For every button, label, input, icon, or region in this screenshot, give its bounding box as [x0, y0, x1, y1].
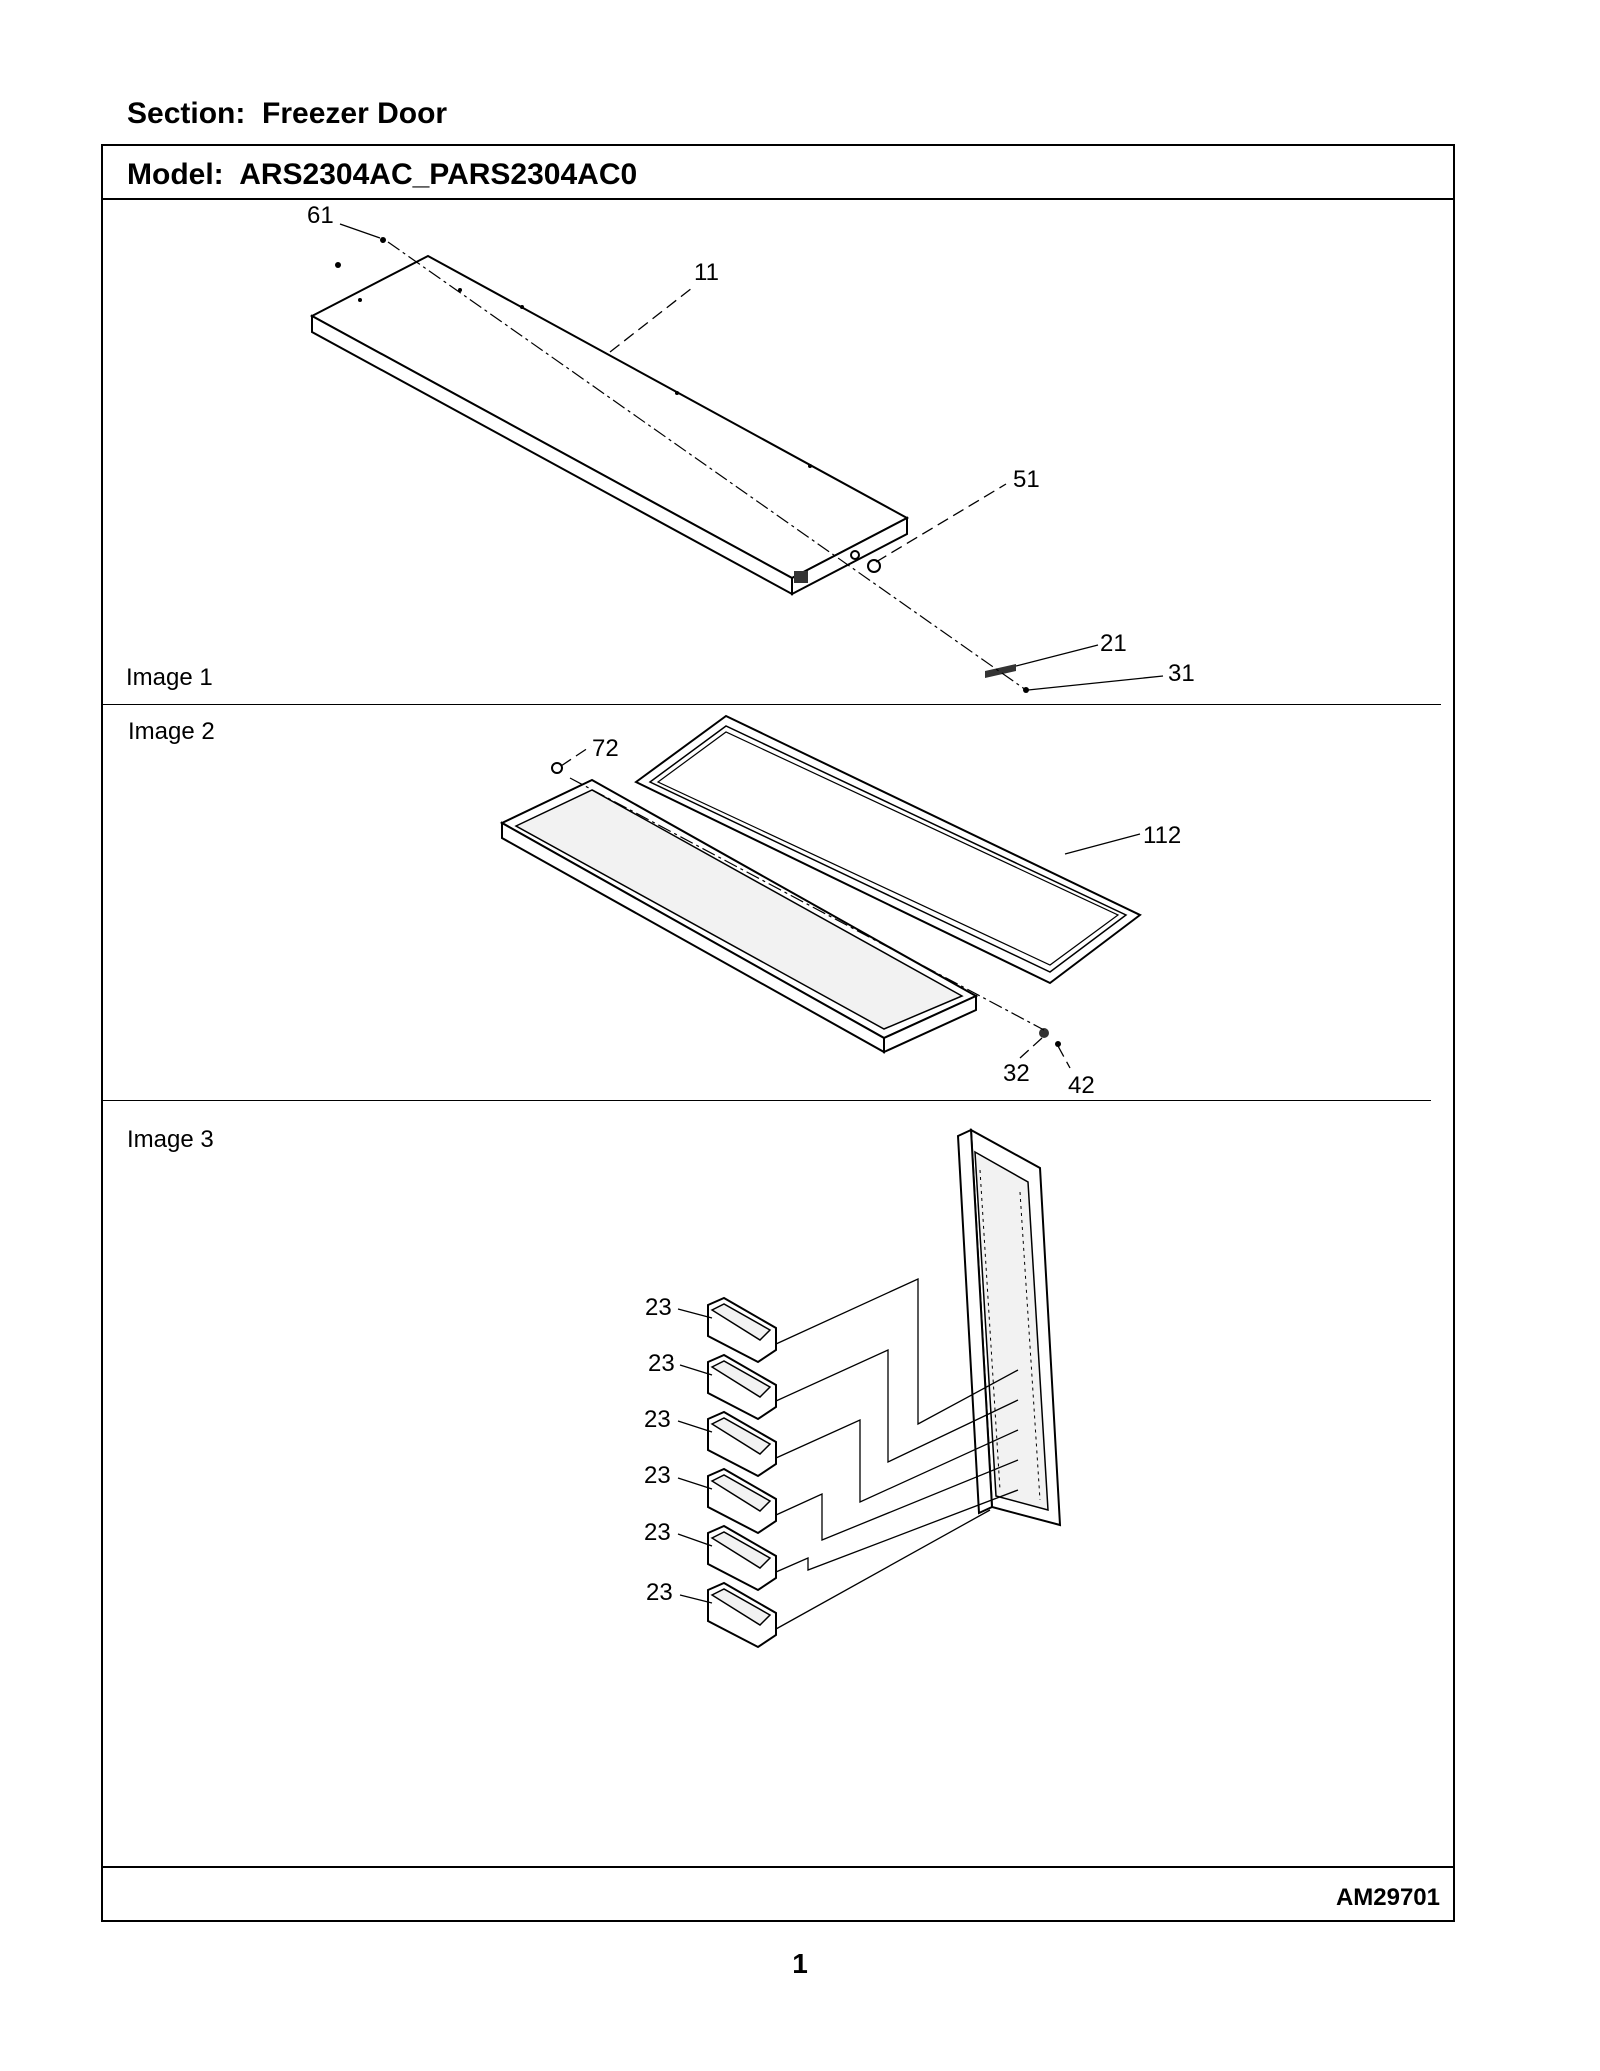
callout-23-bin-6: 23: [646, 1579, 673, 1606]
panel-label-image-2: Image 2: [128, 718, 215, 745]
door-cap-part: [309, 254, 910, 596]
callout-112: 112: [1143, 822, 1181, 849]
shelf-bin: [707, 1296, 777, 1364]
callout-51: 51: [1013, 466, 1040, 493]
section-title: Section: Freezer Door: [127, 97, 448, 130]
door-cap-top-face: [309, 254, 910, 580]
liner-inner: [974, 1150, 1049, 1511]
shelf-bin: [707, 1581, 777, 1649]
gasket-outer: [634, 714, 1142, 985]
door-cap-hinge-block: [794, 571, 808, 583]
divider-image1: [101, 704, 1441, 705]
gasket-112: [634, 714, 1142, 985]
screw-61a: [380, 237, 386, 243]
callout-23-bin-5: 23: [644, 1519, 671, 1546]
divider-image2: [101, 1100, 1431, 1101]
page-number: 1: [792, 1948, 808, 1979]
door-cap-end-face: [791, 516, 908, 596]
shelf-bins: [707, 1296, 777, 1649]
model-title: Model: ARS2304AC_PARS2304AC0: [127, 158, 638, 191]
shelf-bin: [707, 1353, 777, 1421]
panel-label-image-3: Image 3: [127, 1126, 214, 1153]
hinge-pin-21: [985, 664, 1016, 678]
callout-32: 32: [1003, 1060, 1030, 1087]
callout-61: 61: [307, 202, 334, 229]
door-frame-recess: [514, 789, 964, 1030]
shelf-bin: [707, 1467, 777, 1535]
shelf-bin: [707, 1410, 777, 1478]
screw-61b: [335, 262, 341, 268]
screw-42: [1055, 1041, 1061, 1047]
callout-31: 31: [1168, 660, 1195, 687]
panel-label-image-1: Image 1: [126, 664, 213, 691]
diagram-frame: [101, 144, 1455, 1922]
divider-header: [101, 198, 1455, 200]
shelf-bin: [707, 1524, 777, 1592]
door-cap-hole: [850, 550, 860, 560]
door-liner: [956, 1128, 1062, 1527]
door-frame-end: [883, 994, 977, 1054]
callout-23-bin-4: 23: [644, 1462, 671, 1489]
screw-32: [1039, 1028, 1049, 1038]
callout-11: 11: [694, 259, 719, 286]
screw-72: [551, 762, 563, 774]
bushing-51: [867, 559, 881, 573]
callout-42: 42: [1068, 1072, 1095, 1099]
divider-footer: [101, 1866, 1455, 1868]
liner-side: [956, 1128, 994, 1515]
callout-23-bin-1: 23: [645, 1294, 672, 1321]
callout-23-bin-2: 23: [648, 1350, 675, 1377]
drawing-id: AM29701: [1335, 1884, 1440, 1911]
callout-23-bin-3: 23: [644, 1406, 671, 1433]
door-frame-part: [499, 778, 979, 1054]
callout-72: 72: [592, 735, 619, 762]
callout-21: 21: [1100, 630, 1127, 657]
